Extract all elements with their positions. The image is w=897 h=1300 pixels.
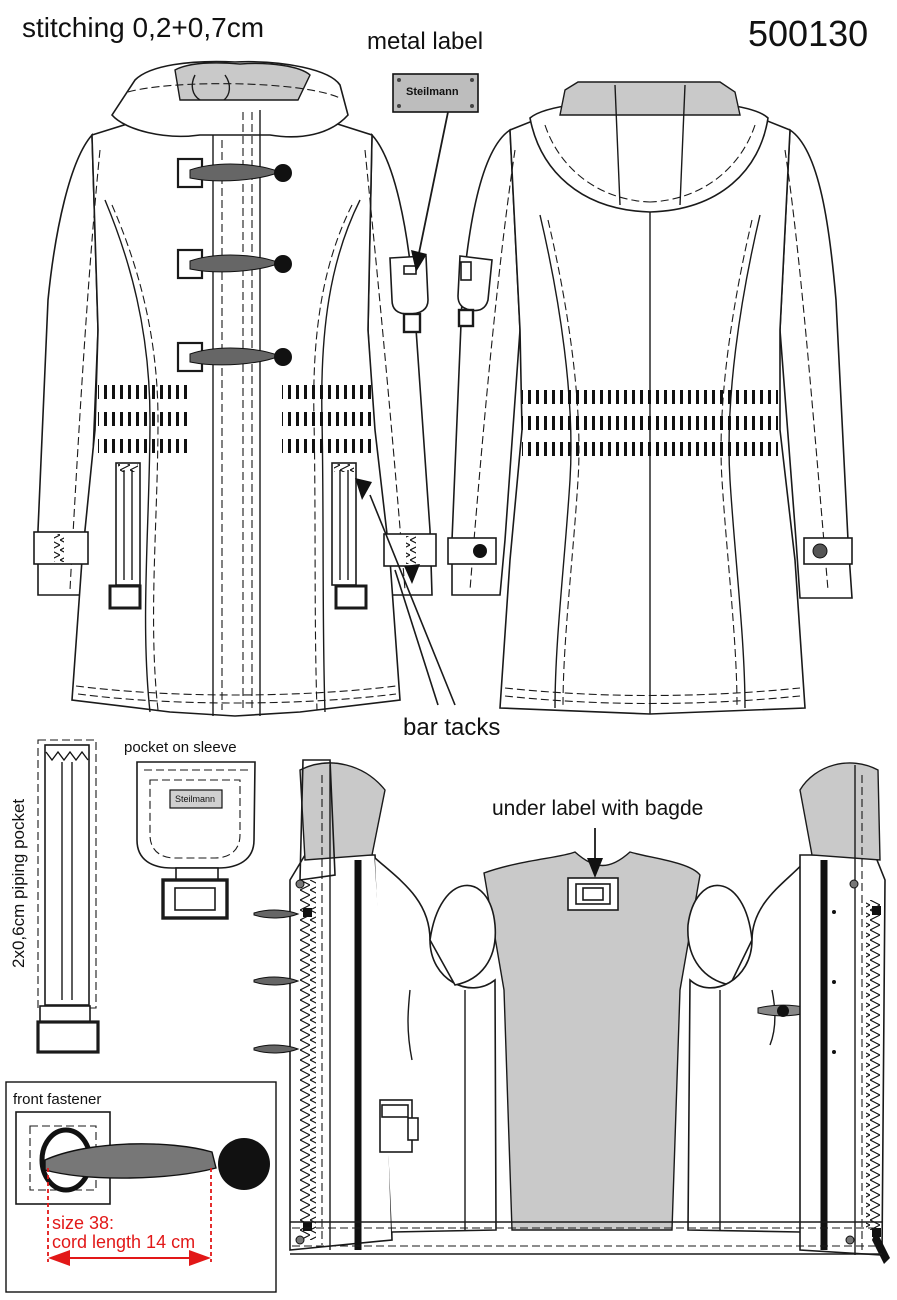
front-left-sleeve	[37, 132, 99, 596]
toggle-fastener-1	[176, 157, 292, 189]
front-right-zip-pocket	[331, 462, 357, 586]
coat-back-view	[447, 81, 853, 715]
piping-pocket-detail	[36, 739, 100, 1054]
stitching-note: stitching 0,2+0,7cm	[22, 12, 265, 43]
front-left-zip-pocket	[115, 462, 141, 586]
metal-label-plate-text: Steilmann	[406, 86, 459, 98]
front-fastener-detail	[5, 1081, 277, 1293]
back-sleeve-pocket	[457, 255, 493, 328]
back-left-sleeve	[451, 128, 521, 596]
piping-pocket-caption: 2x0,6cm piping pocket	[9, 798, 28, 968]
cord-length-note: cord length 14 cm	[52, 1232, 196, 1252]
metal-label-plate	[392, 73, 479, 113]
bar-tacks-callout: bar tacks	[403, 714, 501, 741]
front-sleeve-pocket	[389, 255, 429, 334]
coat-inside-view	[253, 759, 890, 1264]
pocket-on-sleeve-detail	[136, 761, 256, 920]
front-right-sleeve	[367, 132, 433, 596]
under-label-callout: under label with bagde	[492, 797, 704, 820]
cord-size-note: size 38:	[52, 1213, 115, 1233]
style-number: 500130	[748, 13, 869, 54]
toggle-fastener-2	[176, 248, 292, 280]
front-fastener-caption: front fastener	[13, 1091, 102, 1108]
pocket-on-sleeve-caption: pocket on sleeve	[124, 739, 237, 756]
back-left-cuff	[447, 537, 497, 565]
back-right-cuff	[803, 537, 853, 565]
inside-back-lining	[483, 851, 701, 1231]
back-right-sleeve	[779, 128, 853, 599]
metal-label-callout: metal label	[367, 28, 484, 55]
front-collar-inside	[174, 62, 311, 101]
pocket-badge-text: Steilmann	[175, 794, 216, 804]
toggle-fastener-3	[176, 341, 292, 373]
coat-front-view	[33, 60, 437, 717]
